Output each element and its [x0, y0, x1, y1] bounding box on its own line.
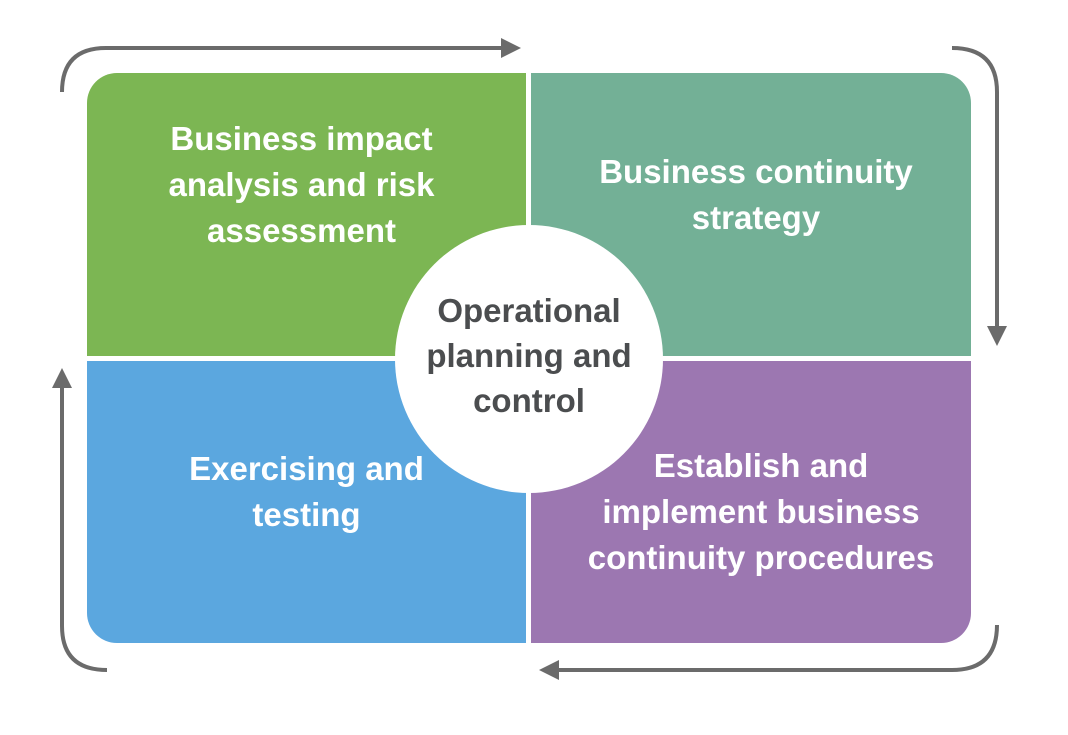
arrow-top: [60, 38, 521, 93]
center-label: Operational planning and control: [426, 291, 632, 419]
quadrant-continuity-procedures-label: Establish and implement business continu…: [587, 447, 935, 576]
quadrant-continuity-strategy: Business continuity strategy: [531, 73, 971, 356]
quadrant-exercising-testing-label: Exercising and testing: [189, 450, 424, 533]
center-circle: Operational planning and control: [395, 225, 663, 493]
quadrant-risk-assessment: Business impact analysis and risk assess…: [87, 73, 526, 356]
quadrant-continuity-strategy-label: Business continuity strategy: [599, 152, 913, 236]
arrow-bottom: [539, 624, 999, 680]
quadrant-risk-assessment-label: Business impact analysis and risk assess…: [168, 119, 435, 249]
arrow-right: [951, 46, 1007, 346]
arrow-left: [52, 368, 108, 672]
